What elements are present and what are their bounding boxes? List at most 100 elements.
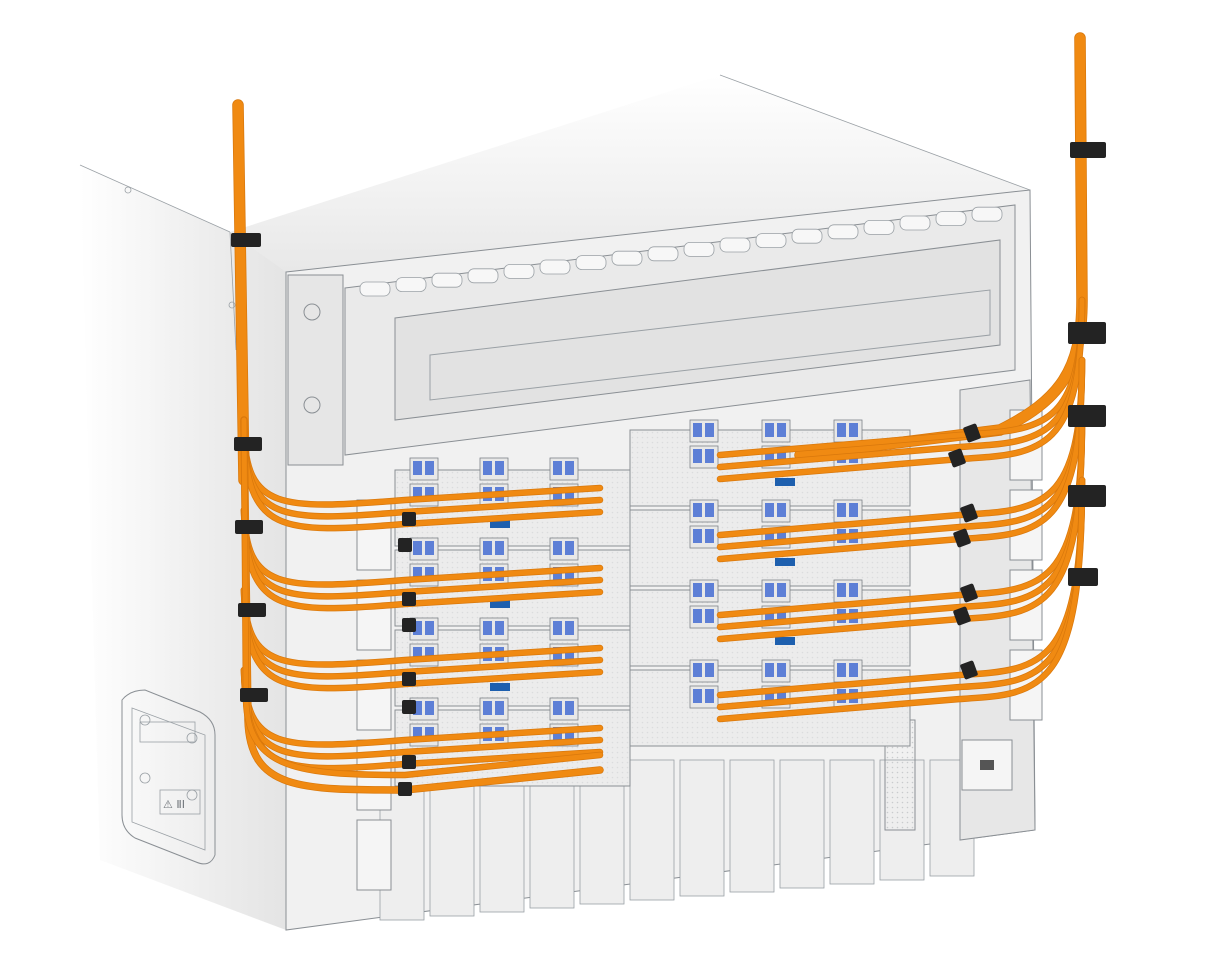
cable-tie (1068, 322, 1106, 344)
cable-tie (235, 520, 263, 534)
pull-tab (775, 478, 795, 486)
vent-slot (791, 228, 823, 244)
cable-tie (1068, 485, 1106, 507)
empty-slot (779, 759, 825, 889)
lc-connector-latch (495, 541, 504, 555)
lc-connector-latch (705, 689, 714, 703)
pull-tab (490, 600, 510, 608)
chassis-front (285, 189, 1043, 931)
lc-connector-latch (849, 423, 858, 437)
cable-tie (402, 755, 416, 769)
lc-connector-latch (849, 503, 858, 517)
lc-connector-latch (495, 461, 504, 475)
fiber-cable (241, 417, 603, 778)
fiber-cable (717, 477, 1085, 722)
lc-connector-latch (425, 647, 434, 661)
lc-connector-latch (565, 727, 574, 741)
lc-connector-latch (565, 621, 574, 635)
lc-connector-latch (693, 583, 702, 597)
lc-connector-latch (413, 727, 422, 741)
pull-tab (490, 520, 510, 528)
lc-connector-latch (777, 423, 786, 437)
lc-connector-latch (777, 529, 786, 543)
lc-connector-latch (705, 529, 714, 543)
lc-connector-latch (705, 503, 714, 517)
vent-slot (935, 211, 967, 227)
lc-connector-latch (777, 689, 786, 703)
lc-connector-latch (837, 503, 846, 517)
cable-tie (402, 592, 416, 606)
fiber-cable (241, 417, 603, 794)
lc-connector-latch (693, 423, 702, 437)
lc-connector-latch (777, 663, 786, 677)
vent-slot (863, 219, 895, 235)
lc-connector-latch (553, 487, 562, 501)
lc-connector-latch (765, 449, 774, 463)
lc-connector-latch (565, 487, 574, 501)
lc-connector-latch (483, 461, 492, 475)
fiber-cable-bundle (232, 32, 1088, 794)
vent-slot (899, 215, 931, 231)
lc-connector-latch (565, 461, 574, 475)
lc-connector-latch (495, 621, 504, 635)
lc-connector-latch (837, 583, 846, 597)
lc-connector-latch (553, 567, 562, 581)
handle-icon (139, 721, 196, 743)
cable-ties (231, 142, 1106, 796)
vent-slot (647, 246, 679, 262)
lc-connector-latch (765, 529, 774, 543)
lc-connector-latch (553, 727, 562, 741)
lc-connector-latch (693, 503, 702, 517)
vent-slot (611, 250, 643, 266)
lc-connector-latch (693, 449, 702, 463)
lc-connector-latch (777, 583, 786, 597)
lc-connector-latch (705, 663, 714, 677)
lc-connector-latch (849, 663, 858, 677)
pull-tab (775, 637, 795, 645)
lc-connector-latch (777, 609, 786, 623)
vent-slot (971, 206, 1003, 222)
lc-connector-latch (837, 423, 846, 437)
handle-plate-text: ⚠ ⅡⅠ (163, 798, 185, 811)
cable-manager (356, 819, 392, 891)
lc-connector-latch (553, 461, 562, 475)
lc-connector-latch (777, 503, 786, 517)
cable-tie (953, 606, 971, 626)
cable-tie (963, 423, 981, 443)
vent-slot (503, 263, 535, 279)
empty-slot (629, 759, 675, 901)
screw-icon (303, 396, 321, 414)
lc-connector-latch (565, 541, 574, 555)
lc-connector-latch (705, 583, 714, 597)
screw-icon (139, 772, 151, 784)
cable-tie (402, 618, 416, 632)
empty-slot (679, 759, 725, 897)
lc-connector-latch (425, 567, 434, 581)
lc-connector-latch (565, 567, 574, 581)
lc-connector-latch (483, 621, 492, 635)
lc-connector-latch (425, 487, 434, 501)
cable-tie (398, 782, 412, 796)
lc-connector-latch (705, 609, 714, 623)
lc-connector-latch (413, 461, 422, 475)
pull-tab (490, 683, 510, 691)
chassis-side-panel (80, 165, 286, 930)
cable-tie (960, 660, 978, 680)
lc-connector-latch (693, 529, 702, 543)
lc-connector-latch (693, 689, 702, 703)
lc-connector-latch (565, 647, 574, 661)
vent-slot (575, 255, 607, 271)
lc-connector-latch (553, 647, 562, 661)
lc-connector-latch (837, 663, 846, 677)
lc-connector-latch (765, 609, 774, 623)
warning-icon (159, 789, 201, 815)
lc-connector-latch (483, 541, 492, 555)
lc-connector-latch (765, 689, 774, 703)
vent-slot (827, 224, 859, 240)
cable-tie (402, 512, 416, 526)
vent-slot (395, 277, 427, 293)
vent-slot (719, 237, 751, 253)
lc-connector-latch (765, 503, 774, 517)
lc-connector-latch (693, 663, 702, 677)
